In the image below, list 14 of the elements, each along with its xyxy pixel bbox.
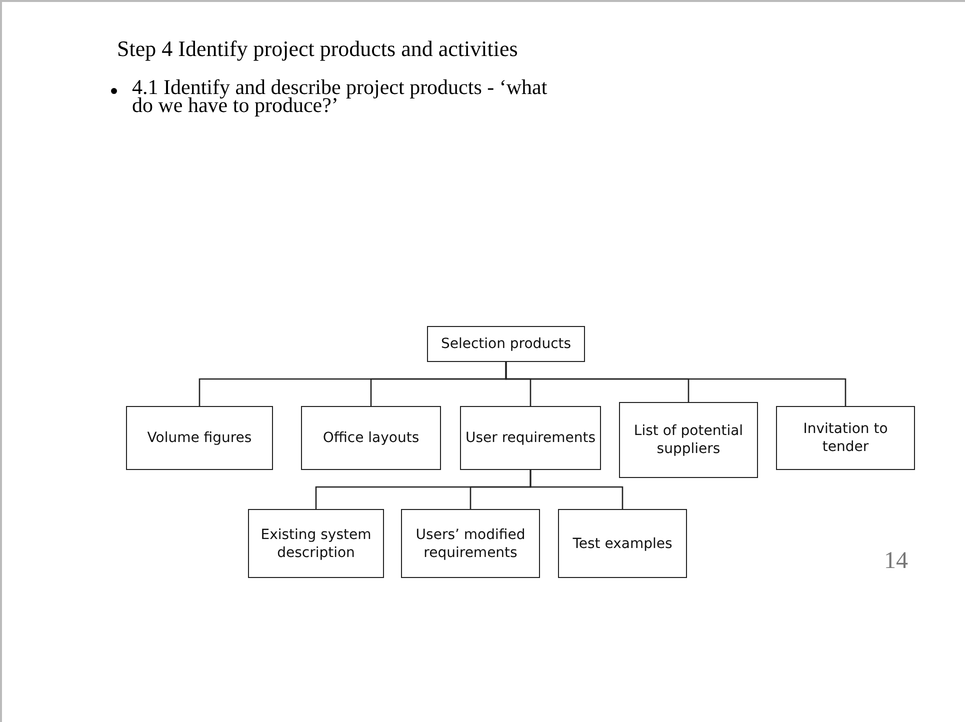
bullet-text: 4.1 Identify and describe project products - ‘what do we have to produce?’ (132, 78, 548, 114)
product-box: Users’ modified requirements (401, 509, 540, 578)
product-box: Test examples (558, 509, 687, 578)
product-box: Office layouts (301, 406, 441, 470)
product-box: List of potential suppliers (619, 402, 758, 478)
connector-line (505, 362, 846, 406)
slide-title: Step 4 Identify project products and activities (117, 36, 518, 62)
product-box: User requirements (460, 406, 601, 470)
connector-line (530, 470, 624, 509)
product-box: Volume figures (126, 406, 273, 470)
product-box: Selection products (427, 326, 585, 362)
page-number: 14 (884, 548, 908, 575)
product-box: Invitation to tender (776, 406, 915, 470)
product-box: Existing system description (248, 509, 384, 578)
